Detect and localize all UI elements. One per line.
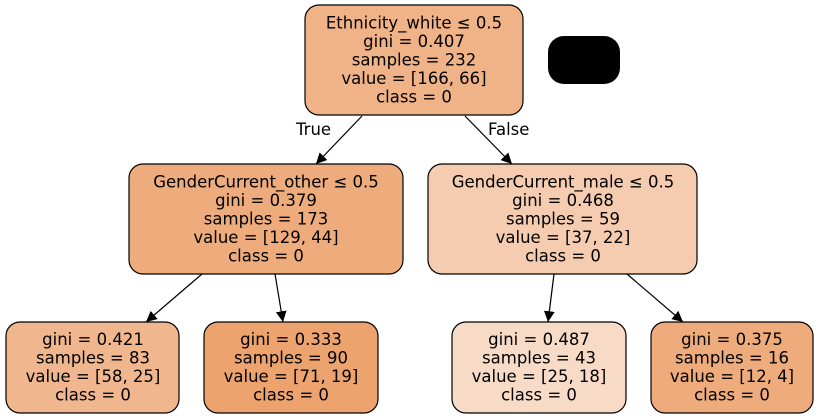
edges: [145, 115, 684, 323]
node-line: gini = 0.487: [488, 330, 590, 349]
edge-right-rr: [626, 273, 684, 323]
node-line: samples = 90: [234, 349, 348, 368]
edge-label-true: True: [295, 120, 331, 139]
node-line: value = [58, 25]: [26, 367, 161, 386]
node-line: gini = 0.468: [512, 191, 614, 210]
node-line: gini = 0.375: [681, 330, 783, 349]
node-box: [128, 163, 404, 275]
node-line: value = [129, 44]: [193, 228, 338, 247]
edge-left-lr: [274, 273, 287, 323]
node-line: samples = 83: [36, 349, 150, 368]
edge-right-rl: [543, 273, 555, 323]
node-line: value = [25, 18]: [472, 367, 607, 386]
node-box: [650, 321, 814, 414]
node-line: gini = 0.333: [240, 330, 342, 349]
node-box: [5, 321, 180, 414]
node-line: GenderCurrent_male ≤ 0.5: [452, 172, 675, 192]
node-line: value = [37, 22]: [496, 228, 631, 247]
node-line: class = 0: [376, 87, 452, 106]
node-line: class = 0: [253, 386, 329, 405]
edge-root-left: [315, 115, 363, 165]
edge-left-ll: [145, 273, 203, 323]
edge-label-false: False: [488, 120, 529, 139]
node-line: class = 0: [501, 386, 577, 405]
node-line: gini = 0.421: [42, 330, 144, 349]
node-line: class = 0: [694, 386, 770, 405]
node-line: value = [71, 19]: [224, 367, 359, 386]
node-line: Ethnicity_white ≤ 0.5: [326, 13, 502, 33]
node-box: [451, 321, 627, 414]
node-line: value = [12, 4]: [670, 367, 794, 386]
node-box: [304, 4, 524, 116]
node-box: [427, 163, 698, 275]
node-line: samples = 43: [482, 349, 596, 368]
node-line: gini = 0.379: [215, 191, 317, 210]
node-box: [203, 321, 379, 414]
node-line: GenderCurrent_other ≤ 0.5: [153, 172, 379, 192]
node-line: value = [166, 66]: [341, 69, 486, 88]
redaction-box: [548, 36, 620, 84]
node-line: class = 0: [228, 246, 304, 265]
node-line: class = 0: [525, 246, 601, 265]
edge-root-right: [464, 115, 513, 165]
node-line: gini = 0.407: [363, 32, 465, 51]
node-line: samples = 59: [506, 209, 620, 228]
node-line: class = 0: [55, 386, 131, 405]
node-line: samples = 232: [352, 50, 476, 69]
node-line: samples = 16: [675, 349, 789, 368]
node-line: samples = 173: [204, 209, 328, 228]
